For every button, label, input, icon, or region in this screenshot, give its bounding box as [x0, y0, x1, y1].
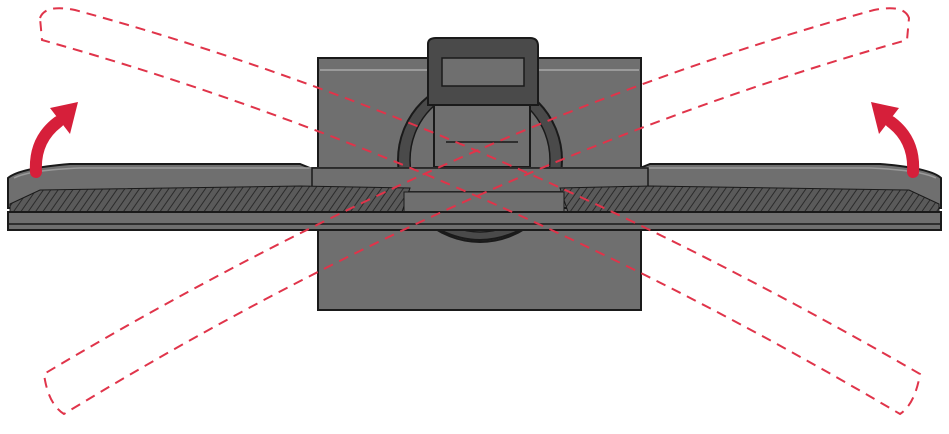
swivel-outline-right-tilt [42, 7, 911, 416]
rotate-left-arrow-icon [29, 102, 78, 178]
vent-center-gap [403, 191, 565, 213]
rotate-right-arrow-icon [871, 102, 920, 178]
monitor-front-edge [7, 211, 942, 231]
stand-handle-slot [441, 57, 525, 87]
stand-lower-arc [439, 229, 521, 241]
vent-strip-right [559, 185, 940, 213]
stand-neck [433, 104, 531, 168]
swivel-outline-left-tilt [38, 7, 922, 416]
